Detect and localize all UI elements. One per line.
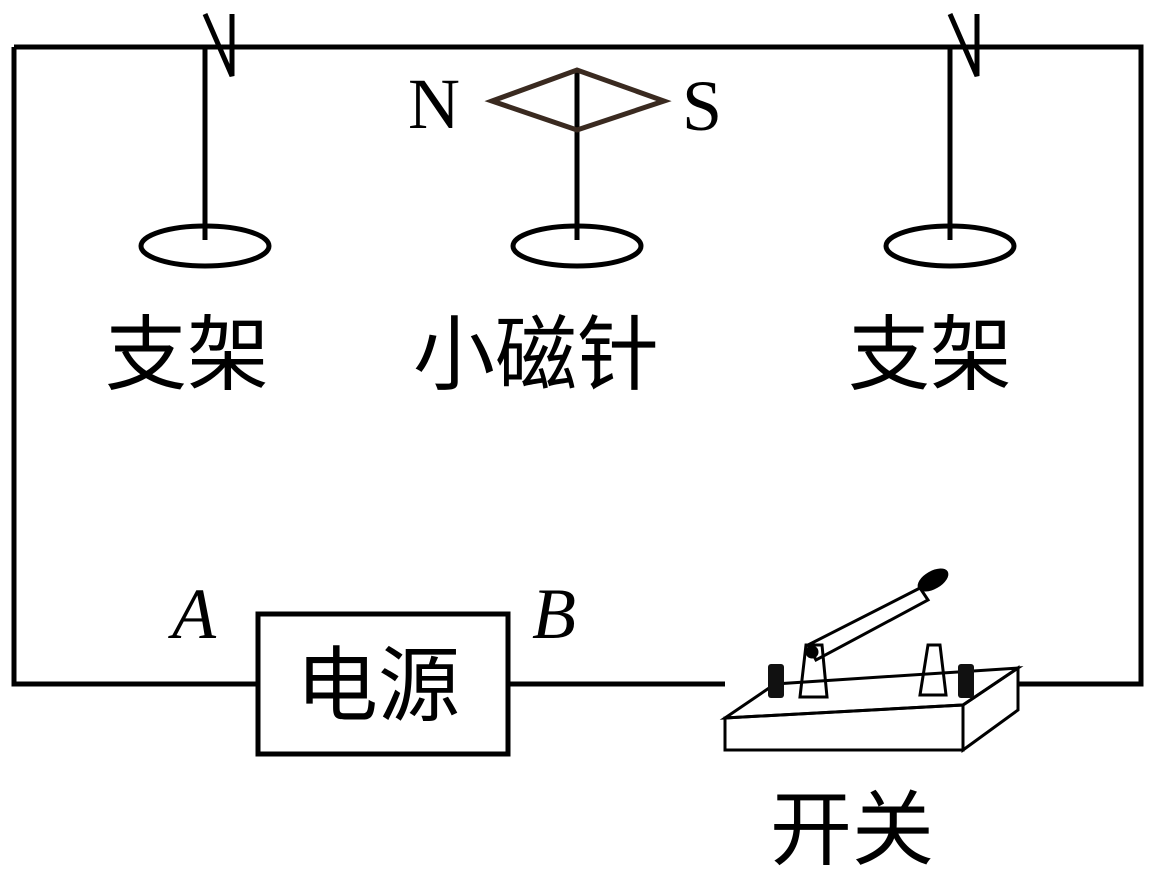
circuit-wire xyxy=(11,44,1144,687)
switch-blade xyxy=(805,586,931,663)
stand-right-label: 支架 xyxy=(848,308,1013,403)
switch-hinge xyxy=(798,643,829,699)
switch-contact xyxy=(918,643,948,697)
needle-base xyxy=(510,223,644,269)
pole-s-label: S xyxy=(682,66,723,146)
switch-base xyxy=(719,665,1024,753)
terminal-a-label: A xyxy=(172,574,216,654)
pole-n-label: N xyxy=(408,64,460,144)
stand-right-clip xyxy=(947,13,980,77)
power-supply-box xyxy=(255,611,511,757)
switch-label: 开关 xyxy=(770,783,935,878)
magnetic-needle xyxy=(484,67,672,133)
stand-left-label: 支架 xyxy=(105,308,270,403)
switch-terminals xyxy=(768,664,974,698)
switch-handle xyxy=(917,568,949,592)
needle-label: 小磁针 xyxy=(413,308,660,403)
power-supply-label: 电源 xyxy=(296,639,461,734)
stand-left-base xyxy=(138,223,272,269)
stand-left-clip xyxy=(202,13,235,77)
stand-right-base xyxy=(883,223,1017,269)
terminal-b-label: B xyxy=(532,574,576,654)
